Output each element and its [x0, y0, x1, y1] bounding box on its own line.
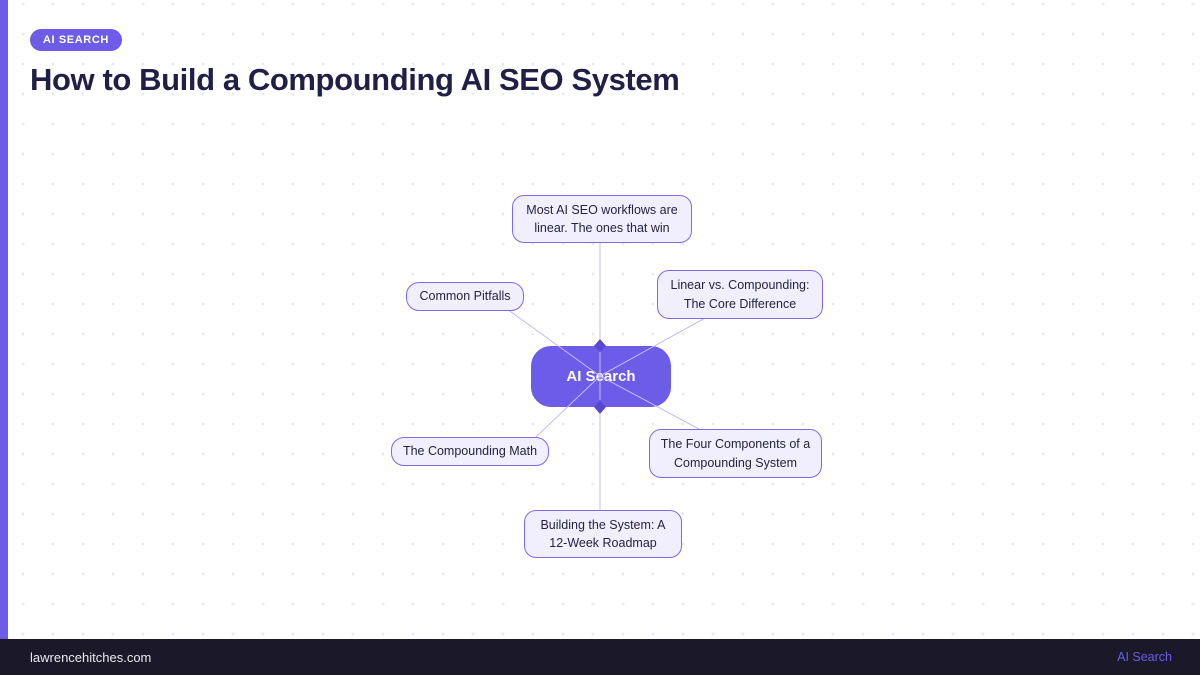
mindmap-node-compounding-math[interactable]: The Compounding Math: [391, 437, 549, 466]
accent-stripe: [0, 0, 8, 639]
mindmap-node-workflows[interactable]: Most AI SEO workflows are linear. The on…: [512, 195, 692, 243]
category-badge: AI SEARCH: [30, 29, 122, 51]
mindmap-node-four-components[interactable]: The Four Components of a Compounding Sys…: [649, 429, 822, 478]
footer-brand: AI Search: [1117, 650, 1172, 664]
mindmap-node-roadmap[interactable]: Building the System: A 12-Week Roadmap: [524, 510, 682, 558]
mindmap-center-node[interactable]: AI Search: [531, 346, 671, 407]
mindmap-node-pitfalls[interactable]: Common Pitfalls: [406, 282, 524, 311]
footer-site: lawrencehitches.com: [30, 649, 152, 665]
footer: lawrencehitches.com AI Search: [0, 639, 1200, 675]
mindmap-node-linear-vs-compounding[interactable]: Linear vs. Compounding: The Core Differe…: [657, 270, 823, 319]
page-title: How to Build a Compounding AI SEO System: [30, 62, 680, 97]
